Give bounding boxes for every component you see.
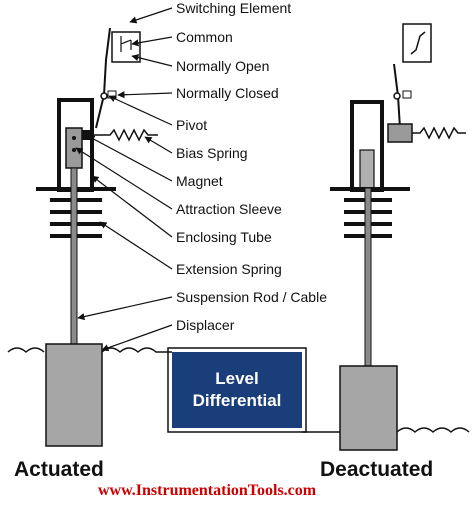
label-pivot: Pivot <box>176 117 208 133</box>
displacer-left <box>45 343 103 447</box>
label-normally-closed: Normally Closed <box>176 85 279 101</box>
level-differential-line2: Differential <box>192 391 282 410</box>
pivot-left <box>100 92 108 100</box>
switching-element-left <box>111 31 141 63</box>
magnet-holder-left <box>82 130 94 140</box>
attraction-sleeve-right <box>359 149 375 189</box>
switching-element-right <box>402 23 432 63</box>
displacer-right <box>339 365 398 451</box>
label-switching-element: Switching Element <box>176 0 292 16</box>
label-extension-spring: Extension Spring <box>176 261 282 277</box>
deactuated-assembly <box>302 23 470 451</box>
water-surface-left <box>7 347 172 354</box>
contact-symbol-left <box>120 36 132 52</box>
actuated-assembly <box>7 27 172 447</box>
level-differential-line1: Level <box>215 369 259 388</box>
linkage-left <box>95 27 111 129</box>
label-displacer: Displacer <box>176 317 235 333</box>
suspension-rod-left <box>70 167 78 345</box>
bias-spring-left <box>94 128 158 142</box>
suspension-rod-right <box>364 187 372 369</box>
magnet-right <box>387 123 413 143</box>
label-magnet: Magnet <box>176 173 223 189</box>
pivot-right <box>393 92 401 100</box>
label-bias-spring: Bias Spring <box>176 145 248 161</box>
label-normally-open: Normally Open <box>176 58 270 74</box>
state-actuated: Actuated <box>14 458 104 481</box>
footer-url[interactable]: www.InstrumentationTools.com <box>98 482 317 499</box>
label-enclosing-tube: Enclosing Tube <box>176 229 272 245</box>
leader-lines <box>75 7 173 352</box>
water-surface-right <box>302 427 470 434</box>
bias-spring-right <box>412 126 466 140</box>
label-suspension-rod: Suspension Rod / Cable <box>176 289 327 305</box>
label-attraction-sleeve: Attraction Sleeve <box>176 201 282 217</box>
level-differential-box <box>172 352 302 428</box>
state-deactuated: Deactuated <box>320 458 434 481</box>
label-common: Common <box>176 29 233 45</box>
